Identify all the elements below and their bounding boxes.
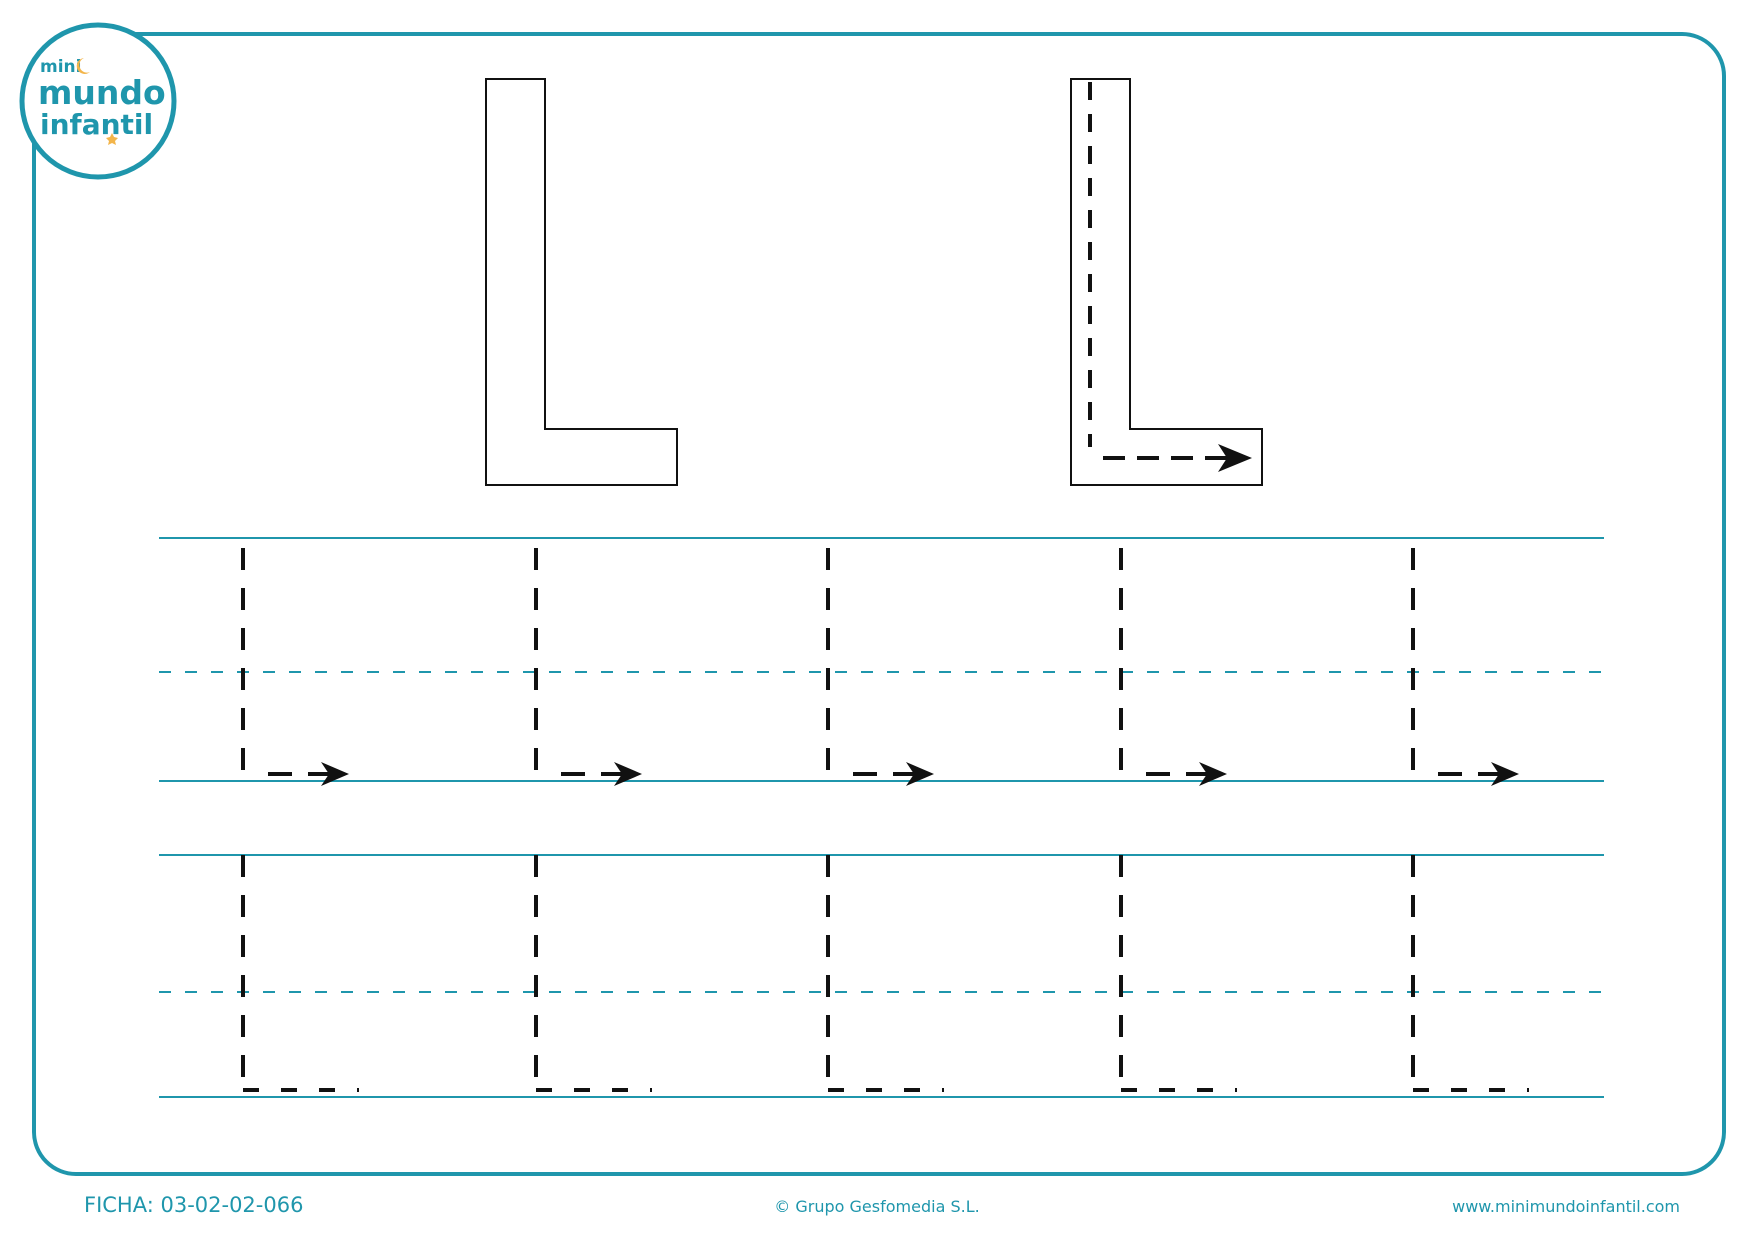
practice-letters	[241, 548, 1529, 1092]
brand-logo: mini mundo infantil	[19, 22, 177, 180]
copyright-notice: © Grupo Gesfomedia S.L.	[774, 1197, 980, 1216]
practice-letter-r1-c1-arrow-icon	[321, 762, 349, 786]
logo-word-mini: mini	[40, 57, 81, 77]
star-icon	[106, 133, 118, 145]
practice-letter-r1-c3-arrow-icon	[906, 762, 934, 786]
model-letter-outline	[485, 78, 678, 486]
practice-letter-r1-c4-arrow-icon	[1199, 762, 1227, 786]
worksheet-frame	[32, 32, 1726, 1176]
practice-letter-r1-c2-arrow-icon	[614, 762, 642, 786]
arrow-icon	[1218, 444, 1252, 472]
practice-letter-r1-c5-arrow-icon	[1491, 762, 1519, 786]
ficha-code: FICHA: 03-02-02-066	[84, 1193, 304, 1217]
website-link[interactable]: www.minimundoinfantil.com	[1452, 1197, 1680, 1216]
model-letter-guided	[1070, 78, 1263, 486]
logo-word-infantil: infantil	[40, 108, 153, 141]
practice-row-1-lines	[159, 537, 1604, 782]
logo-word-mundo: mundo	[38, 73, 166, 112]
practice-row-2-lines	[159, 854, 1604, 1098]
moon-icon	[76, 58, 90, 74]
